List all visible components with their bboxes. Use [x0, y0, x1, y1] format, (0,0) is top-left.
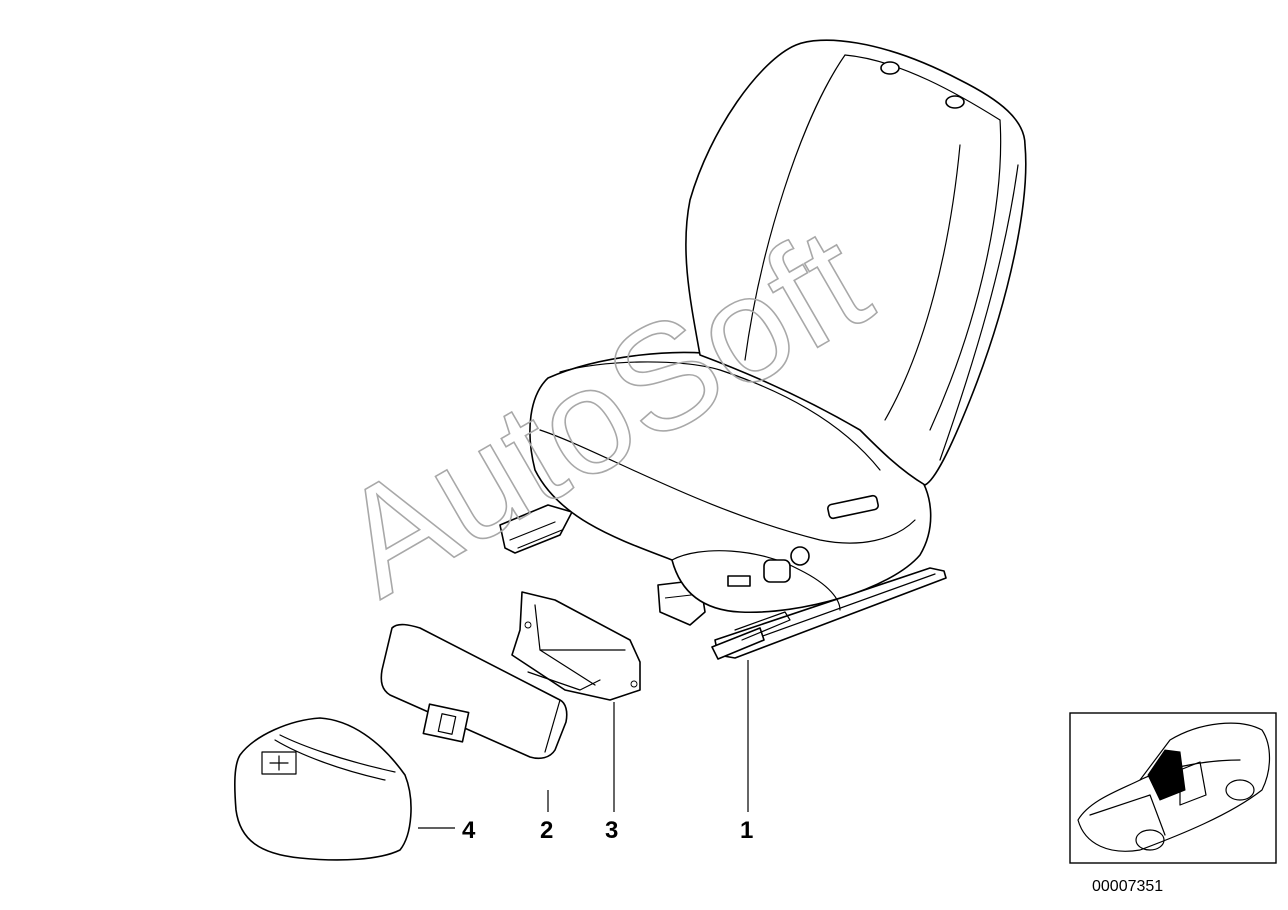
callout-3[interactable]: 3: [605, 817, 618, 844]
first-aid-kit-part[interactable]: [234, 717, 412, 861]
seat-cushion: [529, 351, 932, 614]
seat-assembly[interactable]: [499, 39, 1027, 660]
bracket-part[interactable]: [511, 591, 641, 701]
callout-leaders: [418, 660, 749, 829]
vehicle-locator-inset: [1069, 712, 1277, 864]
callout-2[interactable]: 2: [540, 817, 553, 844]
switch-cover-part[interactable]: [380, 623, 568, 760]
seat-front-bracket: [499, 504, 573, 554]
seat-backrest: [685, 39, 1027, 486]
callout-1[interactable]: 1: [740, 817, 753, 844]
seat-rail: [711, 567, 947, 660]
diagram-number: 00007351: [1092, 878, 1163, 895]
callout-4[interactable]: 4: [462, 817, 476, 844]
